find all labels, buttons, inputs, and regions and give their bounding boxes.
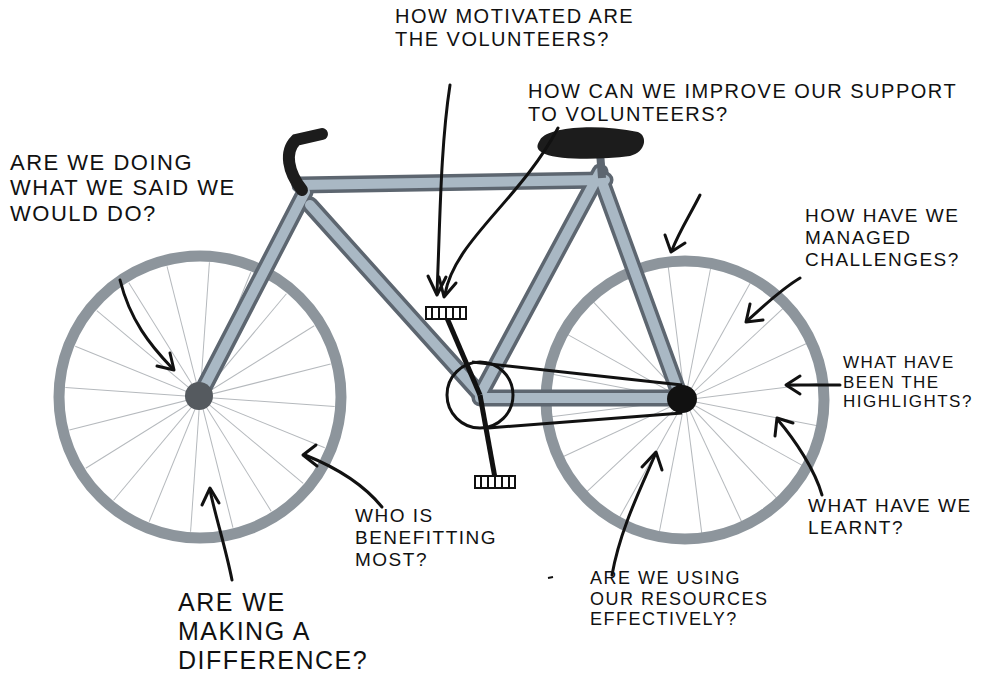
down-tube xyxy=(310,205,478,392)
chain xyxy=(472,362,682,385)
leader-line xyxy=(612,455,655,575)
chain xyxy=(488,413,682,428)
arrow-head xyxy=(439,277,456,297)
leader-line xyxy=(778,420,822,495)
leader-line xyxy=(787,384,840,387)
pedal-tread xyxy=(481,476,509,488)
question-label: WHAT HAVE BEEN THE HIGHLIGHTS? xyxy=(843,353,991,412)
question-label: HOW HAVE WE MANAGED CHALLENGES? xyxy=(805,205,983,271)
question-label: ARE WE MAKING A DIFFERENCE? xyxy=(178,588,400,674)
pedal xyxy=(475,476,515,488)
arrow-head xyxy=(303,445,317,466)
arrow-head xyxy=(746,304,763,322)
arrow-head xyxy=(202,488,219,505)
leader-line xyxy=(305,455,382,507)
top-tube xyxy=(300,180,605,185)
question-label: ARE WE USING OUR RESOURCES EFFECTIVELY? xyxy=(590,568,782,630)
arrow-head xyxy=(775,418,793,436)
rear-hub xyxy=(667,385,697,413)
question-label: HOW MOTIVATED ARE THE VOLUNTEERS? xyxy=(395,5,685,51)
tyre xyxy=(59,256,341,538)
arrow-head xyxy=(642,452,662,470)
seat-stay xyxy=(602,182,680,396)
question-label: WHO IS BENEFITTING MOST? xyxy=(355,505,540,571)
pedals xyxy=(426,307,515,488)
seat-tube xyxy=(480,172,600,395)
leader-line xyxy=(748,278,800,320)
down-tube xyxy=(310,205,478,392)
crank-arm xyxy=(447,318,480,395)
drivetrain xyxy=(447,318,682,478)
arrow-head xyxy=(665,235,685,252)
leader-line xyxy=(672,195,700,250)
handlebar xyxy=(289,134,322,190)
seat-stay xyxy=(602,182,680,396)
seat-tube xyxy=(480,172,600,395)
question-label: ARE WE DOING WHAT WE SAID WE WOULD DO? xyxy=(10,150,265,226)
leader-arrows xyxy=(120,85,840,580)
fork xyxy=(200,192,305,395)
leader-line xyxy=(437,85,450,292)
question-label: HOW CAN WE IMPROVE OUR SUPPORT TO VOLUNT… xyxy=(528,80,968,126)
fork xyxy=(200,192,305,395)
pen-mark xyxy=(548,577,553,578)
top-tube xyxy=(300,180,605,185)
arrow-head xyxy=(157,353,174,370)
leader-line xyxy=(120,280,172,368)
leader-line xyxy=(445,128,558,294)
pedal-tread xyxy=(432,307,460,319)
leader-line xyxy=(210,490,232,580)
chain-stay xyxy=(480,393,680,403)
front-hub xyxy=(185,382,213,410)
saddle xyxy=(537,127,644,158)
pedal xyxy=(426,307,466,319)
crank-arm xyxy=(480,395,495,478)
wheel-spokes xyxy=(56,253,344,541)
chain-stay xyxy=(480,390,680,407)
front-wheel xyxy=(56,253,344,541)
question-label: WHAT HAVE WE LEARNT? xyxy=(808,495,988,539)
arrow-head xyxy=(786,376,800,394)
